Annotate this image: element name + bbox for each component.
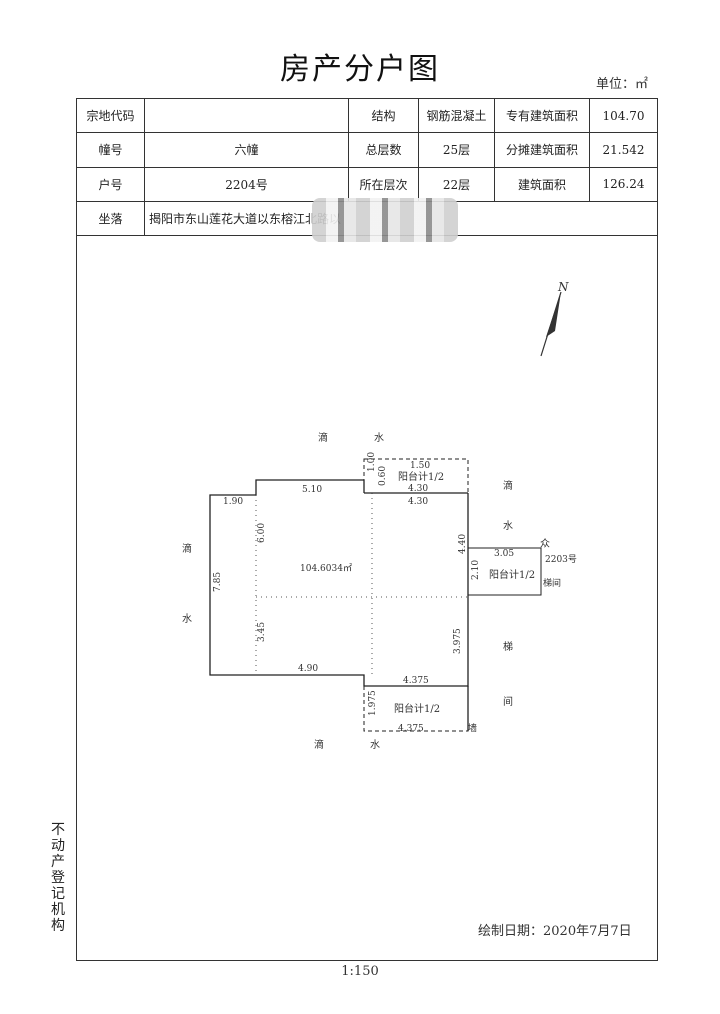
table-cell: 22层 <box>418 166 495 202</box>
table-cell: 坐落 <box>76 200 145 237</box>
dim-label: 3.45 <box>257 622 267 642</box>
dim-label: 4.30 <box>408 484 428 494</box>
table-cell: 建筑面积 <box>494 166 590 202</box>
page-title: 房产分户图 <box>280 52 440 87</box>
drip-label: 滴 <box>314 738 324 751</box>
balcony-label: 阳台计1/2 <box>394 702 440 715</box>
north-label: N <box>557 280 569 294</box>
dim-label: 2.10 <box>471 560 481 580</box>
stair-label: 间 <box>503 695 513 708</box>
drip-label: 水 <box>374 432 384 444</box>
dim-label: 1.00 <box>367 452 377 472</box>
neighbor-label: 2203号 <box>545 554 577 565</box>
dim-label: 3.975 <box>453 628 463 654</box>
unit-outline <box>209 479 469 687</box>
dim-label: 1.50 <box>410 461 430 471</box>
north-arrow-icon: N <box>540 280 569 357</box>
dim-label: 3.05 <box>494 549 514 559</box>
dim-label: 4.40 <box>458 534 468 554</box>
table-cell: 结构 <box>348 97 419 134</box>
drip-label: 滴 <box>503 479 513 492</box>
drawing-date: 绘制日期：2020年7月7日 <box>478 924 632 939</box>
table-cell: 126.24 <box>589 166 658 202</box>
drip-label: 滴 <box>318 431 328 444</box>
drip-label: 水 <box>182 613 192 625</box>
registration-agency-label: 不 动 产 登 记 机 构 <box>51 822 65 934</box>
dim-label: 1.975 <box>368 690 378 716</box>
table-row: 宗地代码 结构 钢筋混凝土 专有建筑面积 104.70 <box>76 97 658 134</box>
table-cell: 21.542 <box>589 132 658 168</box>
drawing-frame <box>76 236 658 961</box>
dim-label: 1.90 <box>223 497 243 507</box>
unit-label: 单位：㎡ <box>596 77 649 92</box>
wall-label: 墙 <box>468 722 477 734</box>
table-cell: 户号 <box>76 166 145 202</box>
dim-label: 0.60 <box>378 466 388 486</box>
dim-label: 6.00 <box>257 523 267 543</box>
stair-label: 梯间 <box>543 577 561 589</box>
balcony-label: 阳台计1/2 <box>489 568 535 581</box>
table-cell: 25层 <box>418 132 495 168</box>
drip-label: 滴 <box>182 542 192 555</box>
dim-label: 4.375 <box>398 724 424 734</box>
drip-label: 水 <box>503 520 513 532</box>
dim-label: 4.30 <box>408 497 428 507</box>
scale-label: 1:150 <box>341 964 379 979</box>
dim-label: 7.85 <box>213 572 223 592</box>
redaction-blur <box>312 198 458 242</box>
balcony-label: 阳台计1/2 <box>398 470 444 483</box>
dim-label: 4.90 <box>298 664 318 674</box>
table-cell: 专有建筑面积 <box>494 97 590 134</box>
dim-label: 4.375 <box>403 676 429 686</box>
table-cell: 分摊建筑面积 <box>494 132 590 168</box>
table-cell: 104.70 <box>589 97 658 134</box>
table-row: 户号 2204号 所在层次 22层 建筑面积 126.24 <box>76 166 658 202</box>
balcony-top <box>363 458 469 494</box>
neighbor-label: 众 <box>540 538 550 550</box>
stair-label: 梯 <box>503 640 513 653</box>
dim-label: 5.10 <box>302 485 322 495</box>
table-cell: 总层数 <box>348 132 419 168</box>
balcony-right <box>468 547 542 596</box>
drip-label: 水 <box>370 739 380 751</box>
area-label: 104.6034㎡ <box>300 563 352 574</box>
table-row: 幢号 六幢 总层数 25层 分摊建筑面积 21.542 <box>76 132 658 168</box>
table-cell: 幢号 <box>76 132 145 168</box>
